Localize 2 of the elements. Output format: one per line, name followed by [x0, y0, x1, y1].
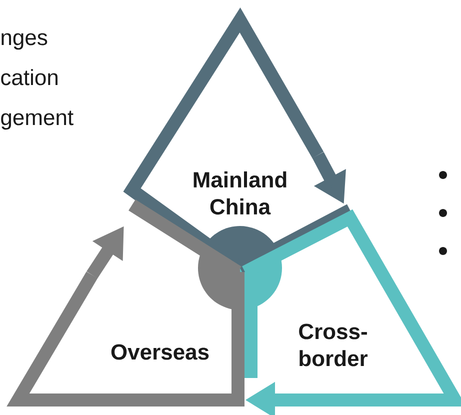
- triangle-region: Mainland China: [123, 7, 354, 274]
- side-text: nges cation gement: [1, 33, 74, 130]
